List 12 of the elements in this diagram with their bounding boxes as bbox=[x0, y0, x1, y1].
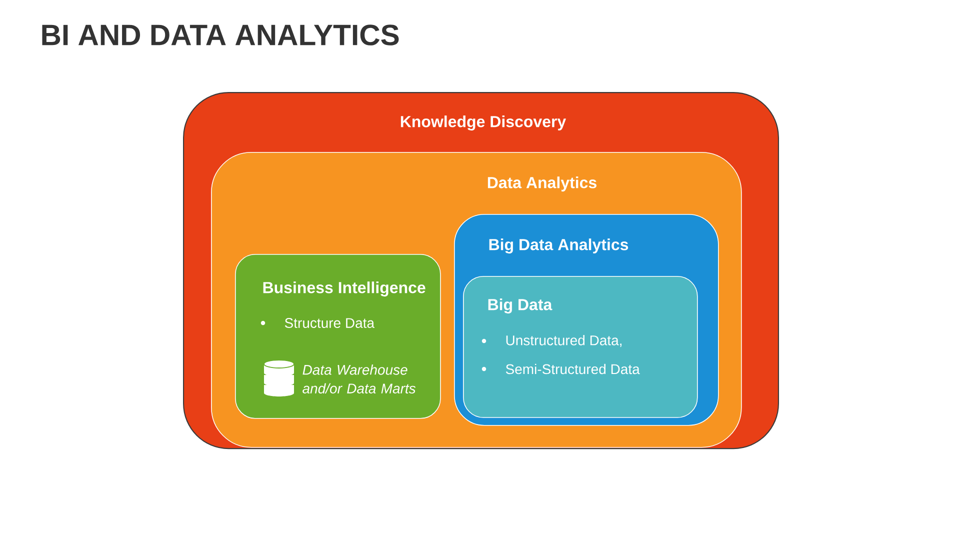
bullet-text: Semi-Structured Data bbox=[506, 364, 640, 374]
storage-note: Data Warehouse and/or Data Marts bbox=[302, 364, 416, 394]
box-heading: Business Intelligence bbox=[263, 282, 426, 296]
box-heading: Big Data bbox=[488, 298, 552, 314]
rounded-box bbox=[463, 276, 698, 418]
box-heading: Data Analytics bbox=[488, 176, 596, 192]
box-heading: Knowledge Discovery bbox=[400, 116, 566, 130]
page-title: BI AND DATA ANALYTICS bbox=[42, 24, 399, 46]
rounded-box bbox=[235, 254, 441, 419]
bullet-text: Unstructured Data, bbox=[506, 335, 622, 347]
bullet-text: Structure Data bbox=[284, 318, 374, 328]
box-heading: Big Data Analytics bbox=[489, 238, 628, 254]
